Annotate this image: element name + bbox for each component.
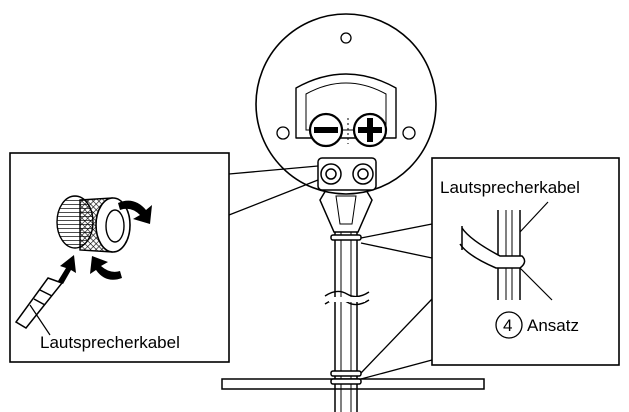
terminal-posts: [317, 157, 377, 191]
speaker-cable-left: [14, 277, 64, 329]
left-cable-label: Lautsprecherkabel: [40, 333, 180, 352]
svg-text:4: 4: [503, 316, 512, 335]
minus-terminal-icon: [308, 112, 344, 148]
screw-hole-top: [340, 32, 352, 44]
right-cable-pointer: [519, 201, 549, 233]
cable-clip-upper: [330, 234, 362, 241]
clip-tab-detail: [459, 226, 526, 269]
cable-break-mark: [324, 290, 370, 306]
left-callout-box: Lautsprecherkabel: [9, 152, 230, 363]
screw-hole-right: [402, 126, 416, 140]
callout-leader-lines: [228, 165, 433, 380]
right-callout-box: Lautsprecherkabel 4 Ansatz: [431, 157, 620, 366]
tab-pointer: [519, 267, 553, 301]
terminal-knob: [56, 195, 131, 253]
step-number-badge: 4: [495, 311, 523, 339]
plus-terminal-icon: [352, 112, 388, 148]
screw-hole-left: [276, 126, 290, 140]
right-cable-label: Lautsprecherkabel: [440, 178, 580, 197]
insert-arrow-icon: [58, 255, 76, 284]
cable-clip-lower: [330, 370, 362, 385]
left-label-pointer: [29, 304, 51, 336]
rotate-arrow-icon: [90, 200, 152, 280]
speaker-body: [255, 13, 437, 195]
tab-label: Ansatz: [527, 316, 579, 335]
